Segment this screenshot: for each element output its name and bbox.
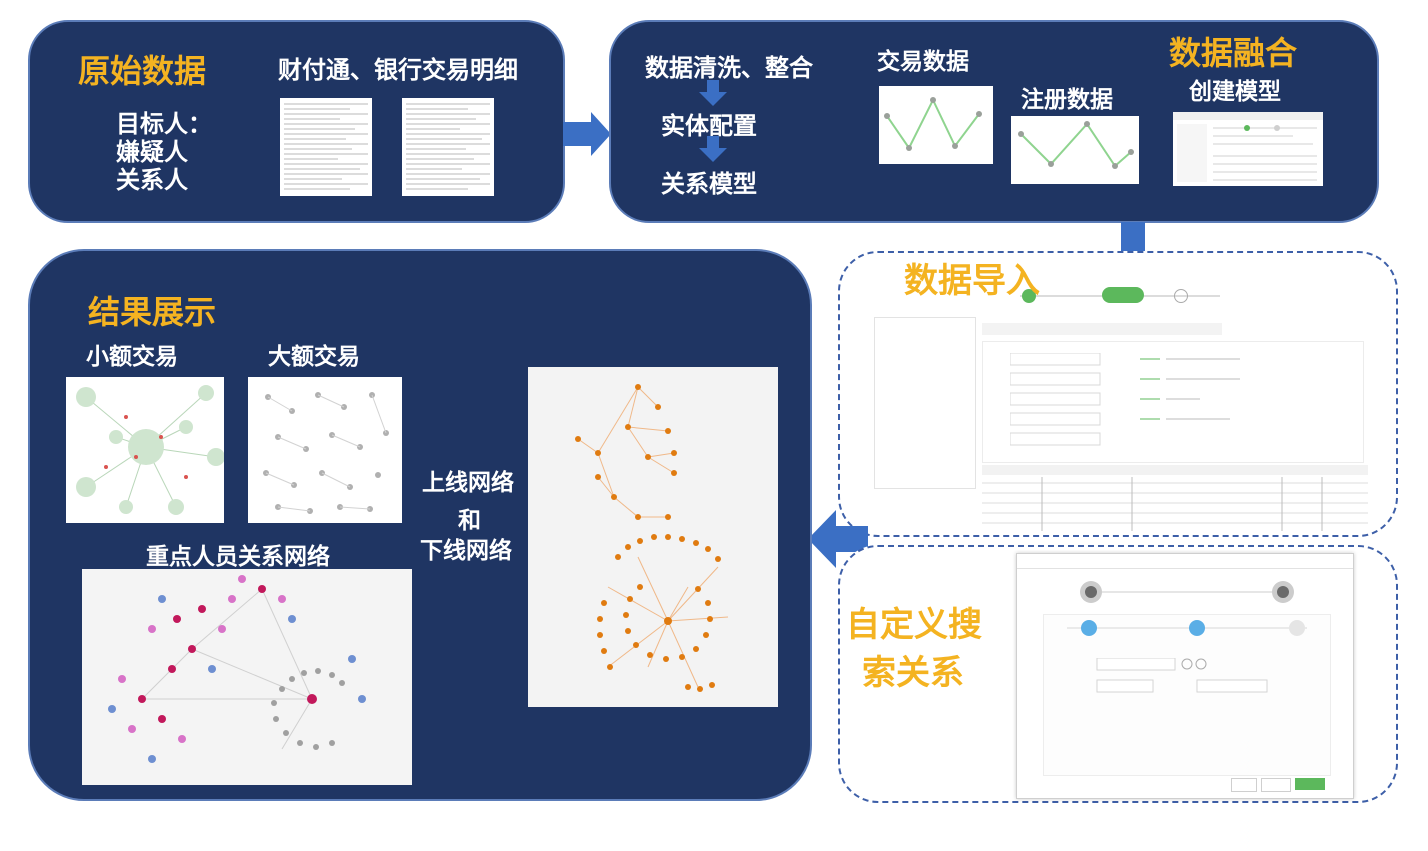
target-item-related: 关系人: [116, 166, 188, 194]
dialog-prev-button[interactable]: [1261, 778, 1291, 792]
step-done-icon: [1022, 289, 1036, 303]
network-label-line2: 和: [458, 508, 481, 534]
arrow-left-icon: [808, 510, 868, 568]
upline-downline-network-graphic: [575, 384, 729, 692]
import-form-fields-graphic: [1010, 353, 1240, 446]
step-relation: 关系模型: [661, 170, 757, 198]
raw-data-title: 原始数据: [78, 52, 207, 90]
dialog-header-line: [1017, 568, 1353, 569]
large-trade-network: [248, 377, 402, 523]
register-data-graph: [1011, 116, 1139, 184]
statement-thumbnail-1: [280, 98, 372, 196]
key-person-network: [82, 569, 412, 785]
results-panel: 结果展示 小额交易 大额交易: [28, 249, 812, 801]
step-arrow-down-icon: [699, 136, 727, 162]
step-current-icon: [1102, 287, 1144, 303]
dialog-steps-graphic: [1067, 620, 1307, 636]
raw-data-subtitle: 财付通、银行交易明细: [278, 56, 518, 84]
large-trade-network-graphic: [263, 392, 389, 514]
statement-thumbnail-2: [402, 98, 494, 196]
custom-search-title-line1: 自定义搜: [846, 605, 982, 645]
import-screenshot: [870, 281, 1370, 533]
data-import-title: 数据导入: [904, 261, 1040, 301]
register-data-label: 注册数据: [1021, 87, 1113, 113]
data-fusion-panel: 数据清洗、整合 实体配置 关系模型 交易数据 注册数据 数据融合 创建模型: [609, 20, 1379, 223]
network-label-line1: 上线网络: [422, 470, 514, 496]
model-ui-graphic: [1173, 112, 1323, 182]
custom-search-title-line2: 索关系: [862, 653, 964, 693]
arrow-right-icon: [563, 112, 611, 156]
key-person-label: 重点人员关系网络: [146, 544, 330, 570]
statement-lines-graphic: [284, 103, 368, 190]
create-model-screenshot: [1173, 112, 1323, 186]
upline-downline-network: [528, 367, 778, 707]
large-trade-label: 大额交易: [268, 344, 360, 370]
step-clean: 数据清洗、整合: [645, 54, 813, 82]
trade-data-graph: [879, 86, 993, 164]
data-fusion-title: 数据融合: [1169, 34, 1298, 72]
data-import-box: 数据导入: [838, 251, 1398, 537]
custom-search-dialog: [1016, 553, 1354, 799]
raw-data-panel: 原始数据 财付通、银行交易明细 目标人： 嫌疑人 关系人: [28, 20, 565, 223]
register-graph-graphic: [1018, 121, 1134, 169]
trade-data-label: 交易数据: [877, 49, 969, 75]
import-table-graphic: [982, 465, 1368, 531]
custom-search-box: 自定义搜 索关系: [838, 545, 1398, 803]
target-label: 目标人：: [116, 110, 212, 138]
dialog-cancel-button[interactable]: [1231, 778, 1257, 792]
small-trade-network-graphic: [76, 385, 224, 515]
small-trade-network: [66, 377, 224, 523]
results-title: 结果展示: [88, 293, 217, 331]
dialog-fields-graphic: [1096, 658, 1268, 693]
key-person-network-graphic: [108, 575, 366, 763]
dialog-steps-area: [1043, 614, 1331, 776]
create-model-label: 创建模型: [1189, 79, 1281, 105]
network-label-line3: 下线网络: [420, 538, 512, 564]
step-next-icon: [1174, 289, 1188, 303]
step-arrow-down-icon: [699, 80, 727, 106]
dialog-nodes-graphic: [1080, 581, 1294, 603]
statement-lines-graphic: [406, 103, 490, 190]
step-entity: 实体配置: [661, 112, 757, 140]
trade-graph-graphic: [884, 97, 982, 151]
target-item-suspect: 嫌疑人: [116, 138, 188, 166]
import-form: [982, 341, 1364, 463]
small-trade-label: 小额交易: [86, 344, 178, 370]
import-tabs: [982, 323, 1222, 335]
dialog-next-button[interactable]: [1295, 778, 1325, 790]
import-sidebar: [874, 317, 976, 489]
